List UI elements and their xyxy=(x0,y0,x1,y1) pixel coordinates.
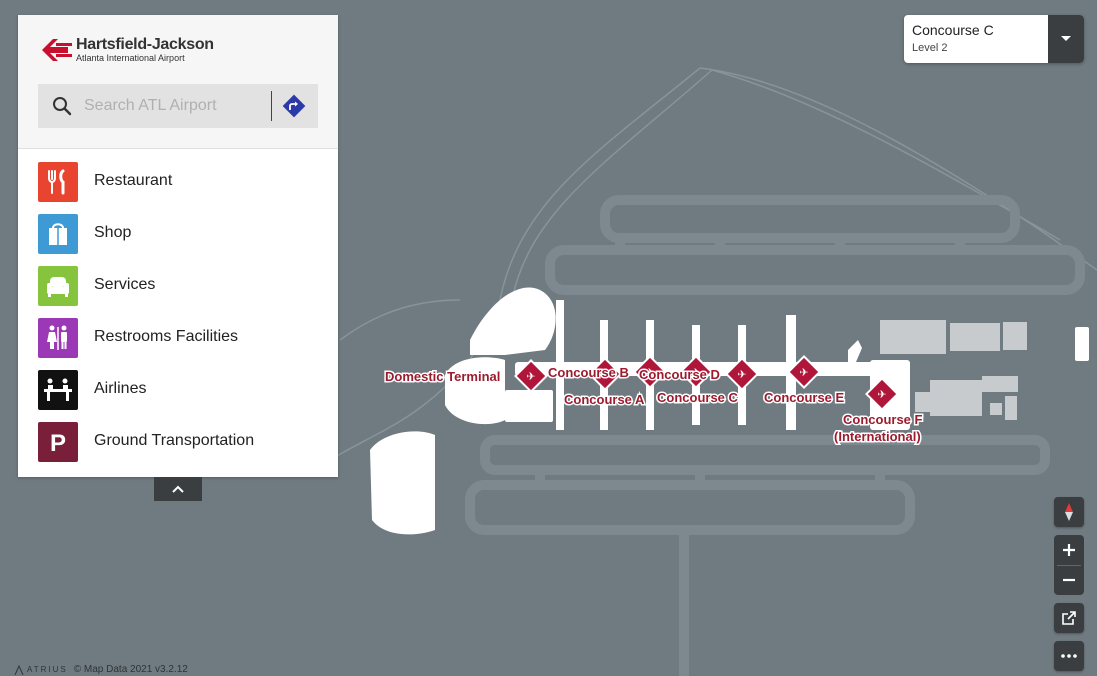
svg-text:✈: ✈ xyxy=(737,368,746,381)
marker-concourse-c[interactable]: ✈ xyxy=(679,355,713,389)
search-bar xyxy=(38,84,318,128)
level-building-name: Concourse C xyxy=(912,22,994,38)
terminal-buildings xyxy=(370,287,910,535)
label-concourse-a: Concourse A xyxy=(564,392,645,407)
collapse-panel-button[interactable] xyxy=(154,477,202,501)
category-shop[interactable]: Shop xyxy=(18,214,338,266)
search-divider xyxy=(271,91,272,121)
category-label: Services xyxy=(94,276,156,293)
label-concourse-e: Concourse E xyxy=(764,390,845,405)
logo-title: Hartsfield-Jackson xyxy=(76,36,214,53)
ellipsis-icon xyxy=(1061,654,1077,658)
taxiways-south xyxy=(465,435,1050,676)
international-terminal xyxy=(880,320,1027,420)
more-options-button[interactable] xyxy=(1054,641,1084,671)
category-airlines[interactable]: Airlines xyxy=(18,370,338,422)
open-external-button[interactable] xyxy=(1054,603,1084,633)
map-edge-tab[interactable] xyxy=(1075,327,1089,361)
caret-down-icon xyxy=(1061,36,1071,41)
svg-text:✈: ✈ xyxy=(600,368,609,381)
external-link-icon xyxy=(1062,611,1076,625)
airline-counter-icon xyxy=(38,370,78,410)
footer-brand: ATRIUS xyxy=(27,665,68,674)
svg-text:✈: ✈ xyxy=(877,388,886,401)
level-dropdown-button[interactable] xyxy=(1048,15,1084,63)
restroom-icon xyxy=(38,318,78,358)
zoom-divider xyxy=(1057,565,1081,566)
map-labels: Domestic Terminal Concourse B Concourse … xyxy=(384,364,925,446)
taxiways-north xyxy=(545,195,1085,295)
airport-logo[interactable]: Hartsfield-Jackson Atlanta International… xyxy=(38,35,214,65)
atl-logo-icon xyxy=(42,39,72,61)
level-name: Level 2 xyxy=(912,42,948,54)
category-restrooms[interactable]: Restrooms Facilities xyxy=(18,318,338,370)
zoom-out-button[interactable] xyxy=(1054,565,1084,595)
marker-concourse-e[interactable]: ✈ xyxy=(787,355,821,389)
footer-copyright: © Map Data 2021 v3.2.12 xyxy=(73,664,188,675)
chevron-up-icon xyxy=(172,485,184,493)
marker-concourse-f[interactable]: ✈ xyxy=(865,377,899,411)
category-label: Restaurant xyxy=(94,172,173,189)
category-ground-transportation[interactable]: P Ground Transportation xyxy=(18,422,338,474)
logo-subtitle: Atlanta International Airport xyxy=(76,53,185,63)
panel-header: Hartsfield-Jackson Atlanta International… xyxy=(18,15,338,149)
marker-domestic-terminal[interactable]: ✈ xyxy=(514,359,548,393)
compass-button[interactable] xyxy=(1054,497,1084,527)
svg-text:✈: ✈ xyxy=(799,366,808,379)
search-input[interactable] xyxy=(84,84,264,128)
compass-icon xyxy=(1065,503,1073,521)
marker-concourse-d[interactable]: ✈ xyxy=(725,357,759,391)
marker-concourse-b[interactable]: ✈ xyxy=(633,355,667,389)
parking-icon: P xyxy=(38,422,78,462)
plus-icon xyxy=(1063,544,1075,556)
category-label: Restrooms Facilities xyxy=(94,328,239,345)
label-concourse-f-sub: (International) xyxy=(834,429,921,444)
minus-icon xyxy=(1063,578,1075,582)
search-icon[interactable] xyxy=(52,96,72,116)
label-concourse-b: Concourse B xyxy=(548,365,629,380)
fork-knife-icon xyxy=(38,162,78,202)
category-label: Airlines xyxy=(94,380,147,397)
svg-text:✈: ✈ xyxy=(526,370,535,383)
label-concourse-c: Concourse C xyxy=(657,390,739,405)
zoom-controls xyxy=(1054,535,1084,595)
category-restaurant[interactable]: Restaurant xyxy=(18,162,338,214)
armchair-icon xyxy=(38,266,78,306)
svg-text:P: P xyxy=(50,430,66,457)
label-concourse-d: Concourse D xyxy=(639,367,720,382)
category-label: Shop xyxy=(94,224,132,241)
zoom-in-button[interactable] xyxy=(1054,535,1084,565)
category-services[interactable]: Services xyxy=(18,266,338,318)
shopping-bag-icon xyxy=(38,214,78,254)
category-label: Ground Transportation xyxy=(94,432,255,449)
level-selector[interactable]: Concourse C Level 2 xyxy=(904,15,1084,63)
svg-text:✈: ✈ xyxy=(645,366,654,379)
label-domestic-terminal: Domestic Terminal xyxy=(385,369,500,384)
directory-panel: Hartsfield-Jackson Atlanta International… xyxy=(18,15,338,477)
map-attribution: ATRIUS © Map Data 2021 v3.2.12 xyxy=(14,664,188,675)
label-concourse-f: Concourse F xyxy=(843,412,923,427)
directions-icon[interactable] xyxy=(281,93,307,119)
concourse-markers[interactable]: ✈ ✈ ✈ ✈ ✈ ✈ ✈ xyxy=(514,355,899,411)
svg-text:✈: ✈ xyxy=(691,366,700,379)
marker-concourse-a[interactable]: ✈ xyxy=(588,357,622,391)
atrius-logo-icon xyxy=(14,664,24,675)
